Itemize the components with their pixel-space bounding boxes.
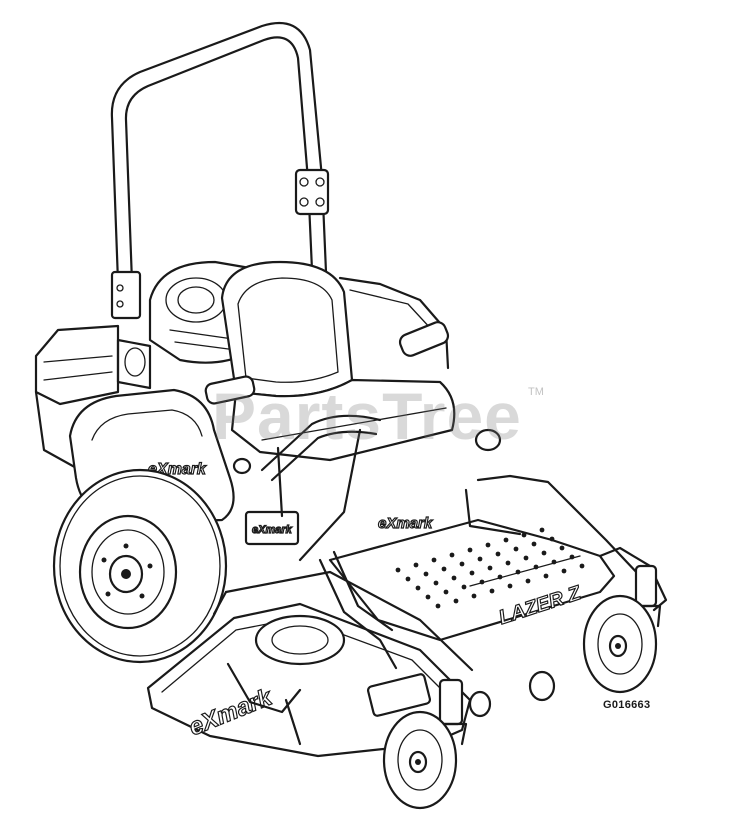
- footrest-hole: [431, 557, 437, 563]
- footrest-hole: [513, 546, 519, 552]
- footrest-hole: [541, 550, 547, 556]
- footrest-hole: [433, 580, 439, 586]
- lever-tag: [244, 510, 300, 546]
- roll-bar: [110, 21, 330, 320]
- control-levers: eXmark: [244, 414, 382, 562]
- footrest-hole: [507, 583, 513, 589]
- footrest-hole: [415, 585, 421, 591]
- seat: [204, 260, 456, 462]
- deck-lift-linkage: [318, 558, 398, 670]
- seat-brand-label: eXmark: [378, 515, 433, 532]
- armrest-left: [204, 375, 256, 405]
- watermark-trademark: TM: [528, 386, 544, 398]
- footrest-hole: [495, 551, 501, 557]
- footrest-hole: [561, 568, 567, 574]
- rear-left-tire: [52, 468, 228, 664]
- deck-spindle-cover: [254, 614, 346, 666]
- footrest-hole: [435, 603, 441, 609]
- footrest-hole: [467, 547, 473, 553]
- footrest-hole: [405, 576, 411, 582]
- footrest-hole: [423, 571, 429, 577]
- footrest-hole: [489, 588, 495, 594]
- footrest-hole: [451, 575, 457, 581]
- footrest-hole: [523, 555, 529, 561]
- footrest-hole: [505, 560, 511, 566]
- footrest-hole: [459, 561, 465, 567]
- footrest-platform: LAZER Z: [328, 518, 616, 642]
- figure-code: G016663: [603, 699, 651, 711]
- front-caster-right: [582, 564, 662, 694]
- roll-bar-hinge: [294, 168, 330, 216]
- footrest-hole: [503, 537, 509, 543]
- anti-scalp-wheel-2: [468, 690, 492, 718]
- footrest-hole: [531, 541, 537, 547]
- footrest-hole: [539, 527, 545, 533]
- footrest-hole: [469, 570, 475, 576]
- footrest-hole: [477, 556, 483, 562]
- footrest-hole: [525, 578, 531, 584]
- footrest-hole: [413, 562, 419, 568]
- footrest-hole: [471, 593, 477, 599]
- footrest-hole: [461, 584, 467, 590]
- front-caster-left: [382, 678, 468, 810]
- anti-scalp-wheel: [528, 670, 556, 702]
- footrest-hole: [487, 565, 493, 571]
- footrest-hole: [441, 566, 447, 572]
- footrest-hole: [449, 552, 455, 558]
- footrest-hole: [543, 573, 549, 579]
- footrest-hole: [579, 563, 585, 569]
- fuel-cap: [474, 428, 502, 452]
- footrest-hole: [521, 532, 527, 538]
- mower-deck: eXmark: [146, 570, 474, 758]
- watermark-text: PartsTree: [212, 379, 522, 453]
- footrest-hole: [453, 598, 459, 604]
- fuel-cap-left: [232, 457, 252, 475]
- footrest-hole: [395, 567, 401, 573]
- deck-plate: [366, 673, 432, 717]
- lever-tag-label: eXmark: [252, 524, 293, 536]
- roll-bar-mount: [110, 270, 142, 320]
- footrest-hole: [549, 536, 555, 542]
- footrest-hole: [485, 542, 491, 548]
- footrest-hole: [425, 594, 431, 600]
- rear-frame: [34, 276, 450, 472]
- footrest-hole: [559, 545, 565, 551]
- armrest-right: [398, 321, 450, 357]
- footrest-hole: [443, 589, 449, 595]
